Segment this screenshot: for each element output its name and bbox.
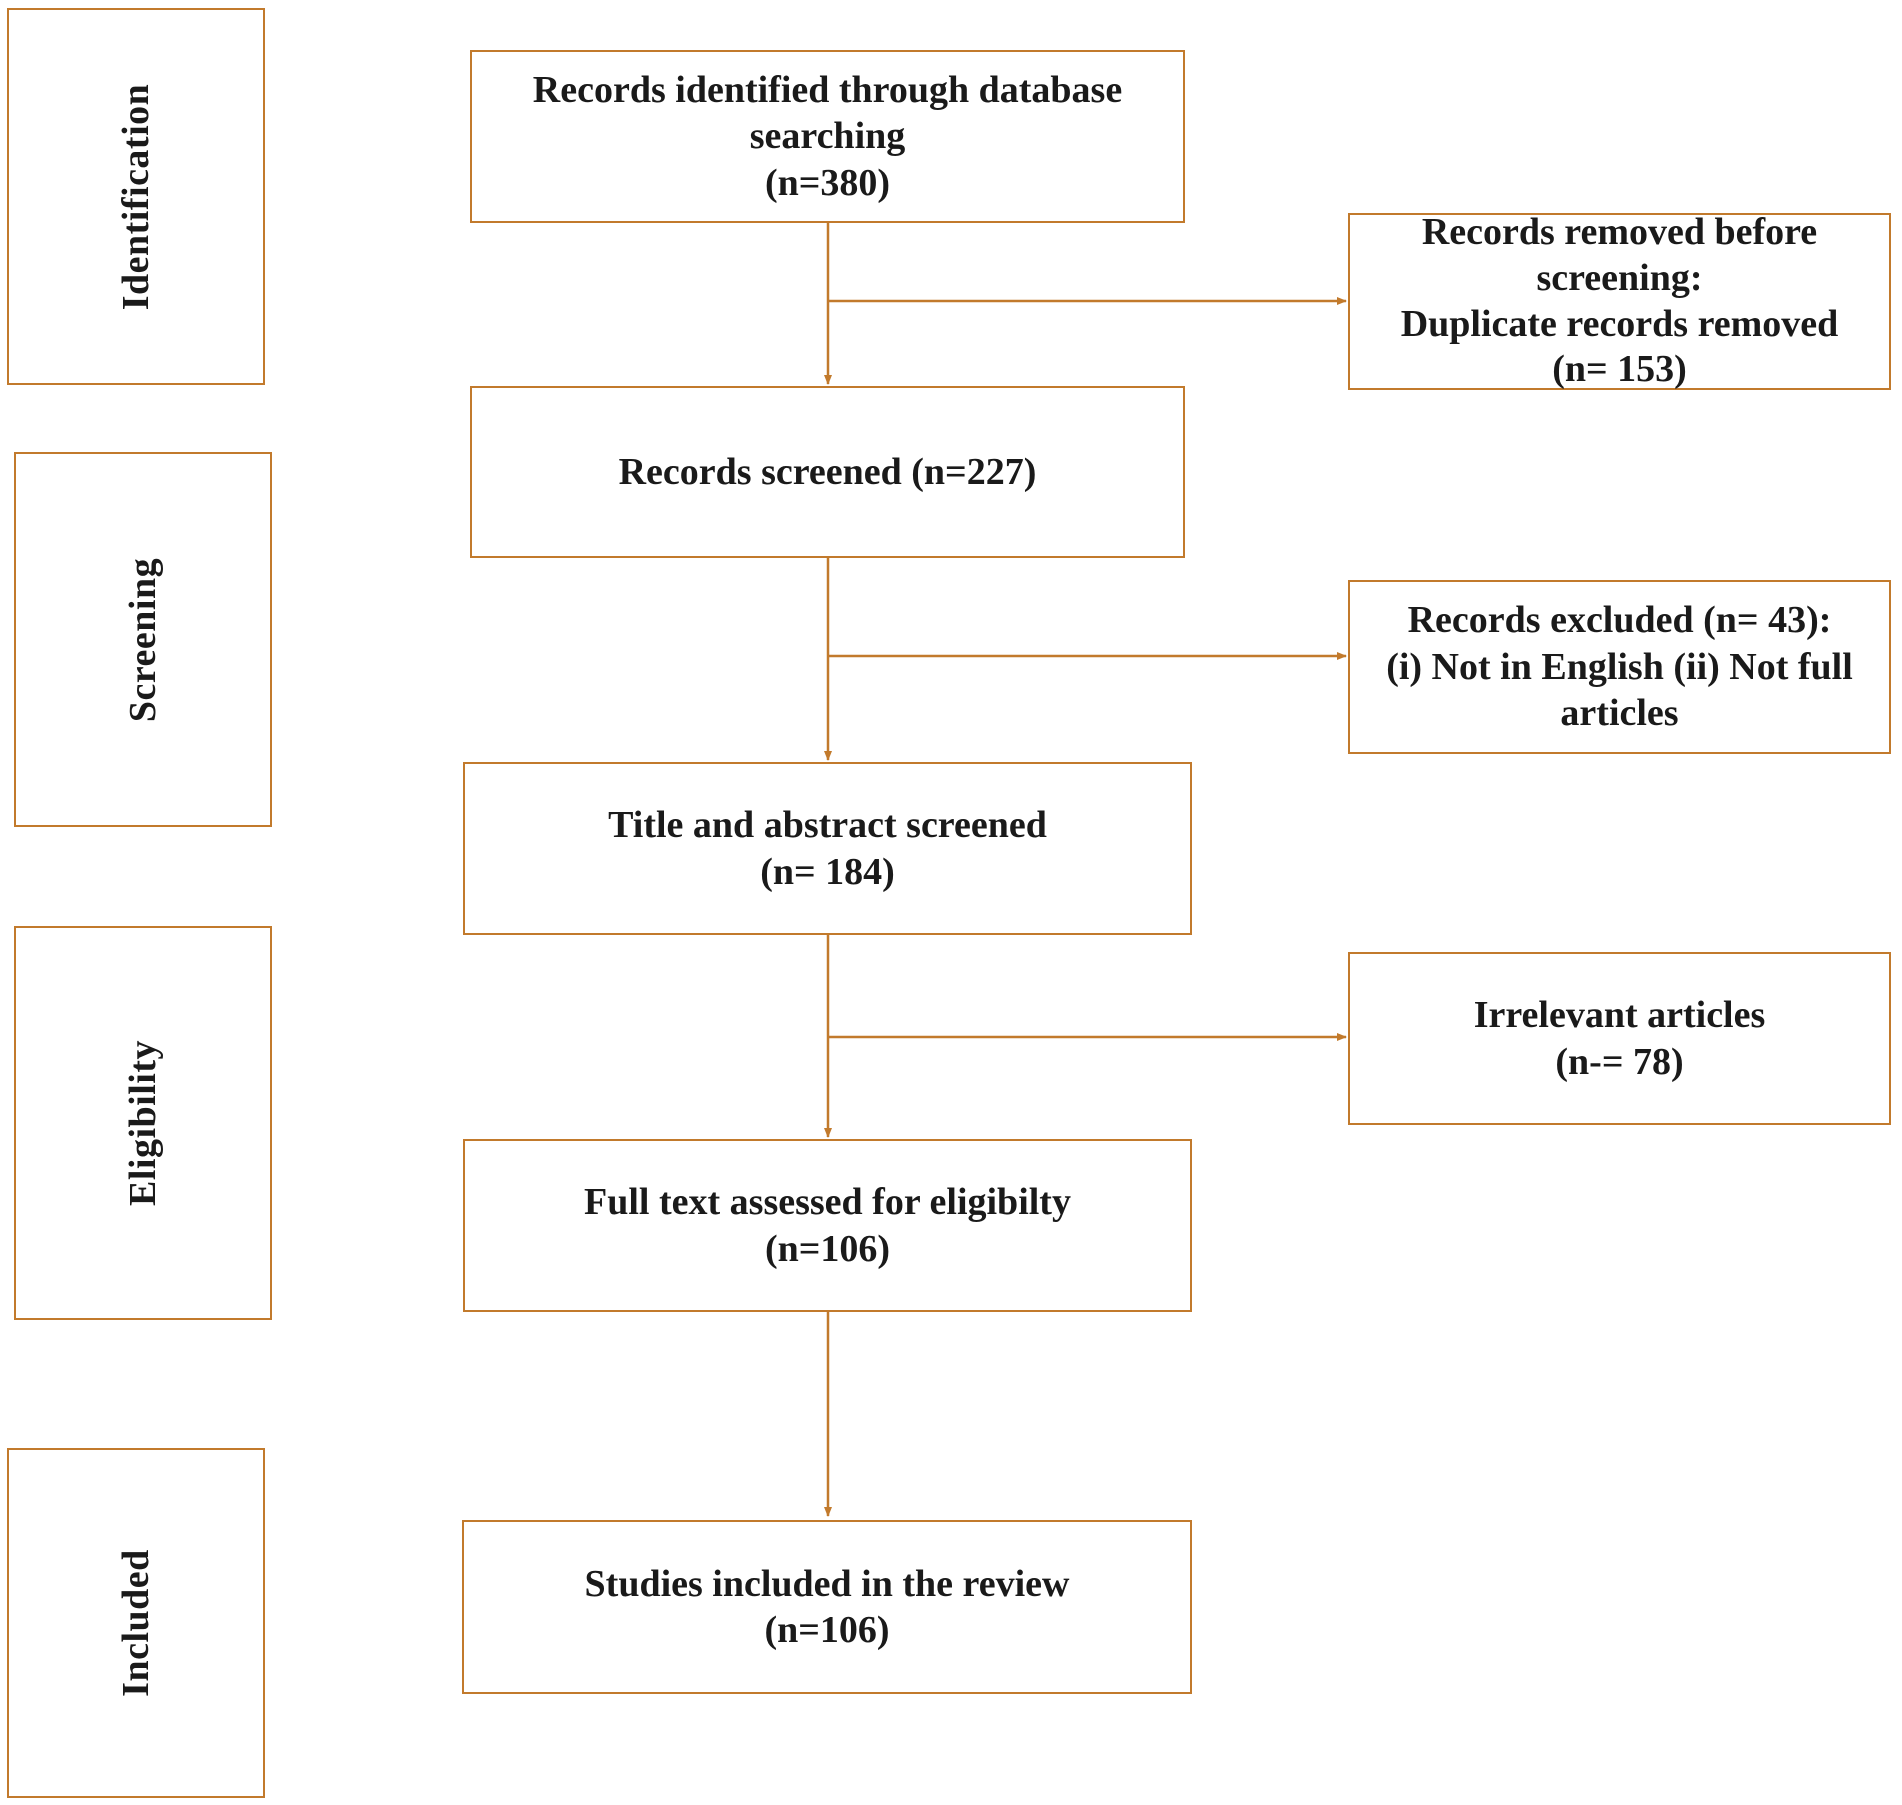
records-excluded-line1: Records excluded (n= 43): <box>1407 599 1832 642</box>
studies-included-count: (n=106) <box>764 1609 890 1651</box>
records-removed-count: (n= 153) <box>1552 348 1687 391</box>
title-abstract-line1: Title and abstract screened <box>608 804 1047 847</box>
full-text-count: (n=106) <box>764 1227 891 1270</box>
box-records-removed: Records removed before screening: Duplic… <box>1348 211 1891 391</box>
irrelevant-count: (n-= 78) <box>1555 1040 1684 1083</box>
records-removed-line3: Duplicate records removed <box>1400 302 1839 345</box>
stage-identification: Identification <box>7 8 265 385</box>
box-irrelevant-articles: Irrelevant articles (n-= 78) <box>1348 952 1891 1125</box>
records-excluded-line3: articles <box>1560 692 1679 735</box>
stage-included: Included <box>7 1448 265 1798</box>
records-screened-line1: Records screened (n=227) <box>618 450 1037 493</box>
full-text-line1: Full text assessed for eligibilty <box>584 1181 1071 1224</box>
box-records-identified: Records identified through database sear… <box>470 50 1185 223</box>
records-removed-line2: screening: <box>1536 256 1703 299</box>
box-title-abstract-screened: Title and abstract screened (n= 184) <box>463 762 1192 935</box>
records-identified-count: (n=380) <box>764 161 891 204</box>
title-abstract-count: (n= 184) <box>760 850 895 893</box>
box-full-text-assessed: Full text assessed for eligibilty (n=106… <box>463 1139 1192 1312</box>
stage-eligibility: Eligibility <box>14 926 272 1320</box>
studies-included-line1: Studies included in the review <box>584 1562 1070 1605</box>
records-excluded-line2: (i) Not in English (ii) Not full <box>1386 645 1853 688</box>
stage-screening: Screening <box>14 452 272 827</box>
records-identified-line1: Records identified through database <box>532 68 1123 111</box>
box-records-screened: Records screened (n=227) <box>470 386 1185 558</box>
box-records-excluded: Records excluded (n= 43): (i) Not in Eng… <box>1348 580 1891 754</box>
records-removed-line1: Records removed before <box>1421 211 1818 254</box>
irrelevant-line1: Irrelevant articles <box>1473 994 1766 1037</box>
records-identified-line2: searching <box>749 115 906 158</box>
box-studies-included: Studies included in the review (n=106) <box>462 1520 1192 1694</box>
